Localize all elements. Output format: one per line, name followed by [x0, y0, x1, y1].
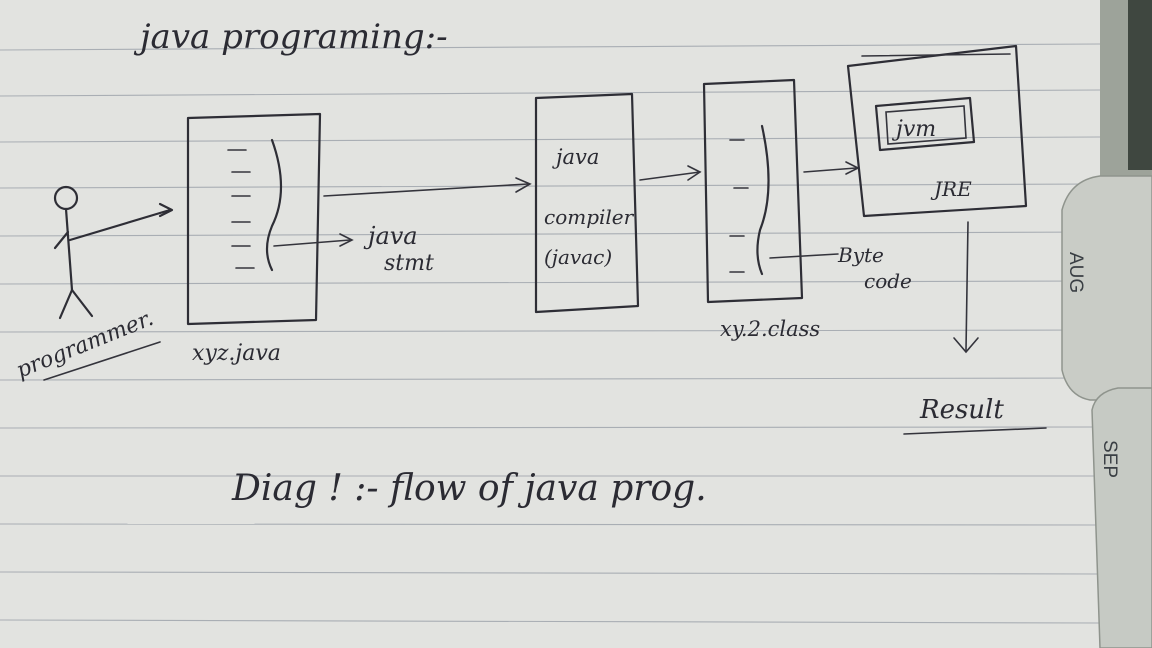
page-title: java programing:-	[133, 17, 448, 57]
jvm-label: jvm	[891, 117, 936, 142]
class-file-box	[702, 78, 804, 304]
jre-box	[846, 44, 1028, 218]
compiler-box	[534, 92, 640, 314]
byte-code-connector	[769, 253, 839, 259]
arrow-jre-to-result	[953, 221, 979, 354]
ruled-lines	[0, 43, 1101, 624]
arrow-to-java-stmt	[273, 233, 354, 247]
java-stmt-label-line2: stmt	[384, 251, 434, 276]
byte-code-label-line2: code	[864, 269, 912, 293]
jre-label: JRE	[930, 177, 972, 201]
source-file-label: xyz.java	[192, 341, 281, 366]
java-stmt-label-line1: java	[363, 222, 418, 250]
compiler-label-line3: (javac)	[544, 245, 612, 269]
jvm-box	[874, 96, 976, 152]
paper	[0, 0, 1100, 648]
result-underline	[903, 427, 1047, 435]
diagram-caption: Diag ! :- flow of java prog.	[231, 468, 707, 509]
source-file-box	[186, 112, 322, 326]
compiler-label-line2: compiler	[544, 205, 635, 229]
byte-code-label-line1: Byte	[837, 243, 884, 267]
result-label: Result	[919, 395, 1004, 425]
programmer-underline	[43, 341, 161, 381]
binder-edge	[1061, 0, 1152, 648]
arrow-source-to-compiler	[323, 177, 532, 197]
arrow-compiler-to-class	[639, 165, 702, 181]
compiler-label-line1: java	[552, 145, 599, 169]
tab-sep: SEP	[1099, 440, 1120, 478]
tab-aug: AUG	[1065, 252, 1086, 293]
class-file-label: xy.2.class	[720, 317, 820, 341]
programmer-figure	[53, 185, 174, 320]
